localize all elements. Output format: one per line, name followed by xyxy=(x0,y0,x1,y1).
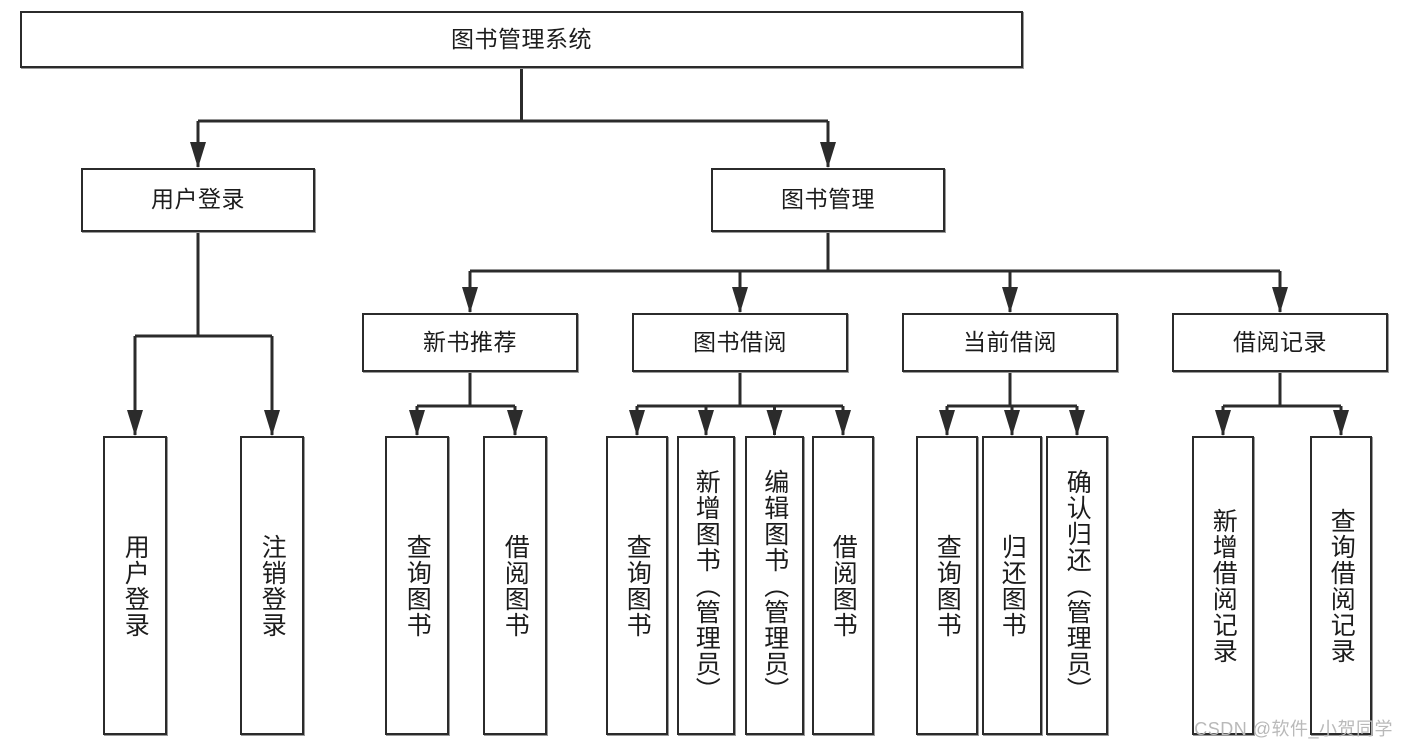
node-label: 查询图书 xyxy=(623,533,652,638)
node-label: 确认归还（管理员） xyxy=(1063,468,1092,703)
node-label: 归还图书 xyxy=(998,533,1027,638)
node-label: 图书借阅 xyxy=(693,328,787,355)
connector-arrowhead xyxy=(629,410,645,436)
connector-arrowhead xyxy=(1004,410,1020,436)
node-label: 借阅图书 xyxy=(829,533,858,638)
node-borrow-record[interactable]: 借阅记录 xyxy=(1172,313,1388,372)
connector-arrowhead xyxy=(190,142,206,168)
node-label: 新增借阅记录 xyxy=(1209,507,1238,664)
node-leaf-confirm-return[interactable]: 确认归还（管理员） xyxy=(1046,436,1108,735)
connector-arrowhead xyxy=(1272,287,1288,313)
connector-arrowhead xyxy=(1333,410,1349,436)
connector-arrowhead xyxy=(698,410,714,436)
node-leaf-query-book-1[interactable]: 查询图书 xyxy=(385,436,449,735)
connector-arrowhead xyxy=(732,287,748,313)
node-label: 注销登录 xyxy=(258,533,287,638)
connector-arrowhead xyxy=(1069,410,1085,436)
node-label: 用户登录 xyxy=(151,186,245,213)
node-root[interactable]: 图书管理系统 xyxy=(20,11,1023,68)
connector-arrowhead xyxy=(264,410,280,436)
node-label: 查询图书 xyxy=(933,533,962,638)
node-label: 图书管理系统 xyxy=(451,25,592,52)
node-label: 用户登录 xyxy=(121,533,150,638)
node-label: 当前借阅 xyxy=(963,328,1057,355)
node-label: 新增图书（管理员） xyxy=(692,468,721,703)
node-leaf-query-book-3[interactable]: 查询图书 xyxy=(916,436,978,735)
node-new-book-rec[interactable]: 新书推荐 xyxy=(362,313,578,372)
node-label: 查询借阅记录 xyxy=(1327,507,1356,664)
node-leaf-edit-book[interactable]: 编辑图书（管理员） xyxy=(745,436,804,735)
node-user-login[interactable]: 用户登录 xyxy=(81,168,315,232)
node-leaf-borrow-book-2[interactable]: 借阅图书 xyxy=(812,436,874,735)
node-leaf-add-book[interactable]: 新增图书（管理员） xyxy=(677,436,735,735)
node-book-manage[interactable]: 图书管理 xyxy=(711,168,945,232)
connector-arrowhead xyxy=(820,142,836,168)
node-leaf-return-book[interactable]: 归还图书 xyxy=(982,436,1042,735)
connector-arrowhead xyxy=(835,410,851,436)
node-current-borrow[interactable]: 当前借阅 xyxy=(902,313,1118,372)
connector-arrowhead xyxy=(462,287,478,313)
connector-arrowhead xyxy=(409,410,425,436)
node-label: 编辑图书（管理员） xyxy=(760,468,789,703)
node-leaf-logout[interactable]: 注销登录 xyxy=(240,436,304,735)
connector-arrowhead xyxy=(939,410,955,436)
node-leaf-query-book-2[interactable]: 查询图书 xyxy=(606,436,668,735)
node-book-borrow[interactable]: 图书借阅 xyxy=(632,313,848,372)
connector-arrowhead xyxy=(1215,410,1231,436)
watermark-label: CSDN @软件_小贺同学 xyxy=(1194,719,1393,739)
node-label: 借阅记录 xyxy=(1233,328,1327,355)
node-label: 借阅图书 xyxy=(501,533,530,638)
node-leaf-query-record[interactable]: 查询借阅记录 xyxy=(1310,436,1372,735)
node-leaf-borrow-book-1[interactable]: 借阅图书 xyxy=(483,436,547,735)
node-label: 新书推荐 xyxy=(423,328,517,355)
node-leaf-add-record[interactable]: 新增借阅记录 xyxy=(1192,436,1254,735)
node-label: 图书管理 xyxy=(781,186,875,213)
connector-arrowhead xyxy=(766,410,783,436)
connector-arrowhead xyxy=(1002,287,1018,313)
connector-arrowhead xyxy=(127,410,143,436)
node-leaf-user-login[interactable]: 用户登录 xyxy=(103,436,167,735)
connector-arrowhead xyxy=(507,410,523,436)
node-label: 查询图书 xyxy=(403,533,432,638)
